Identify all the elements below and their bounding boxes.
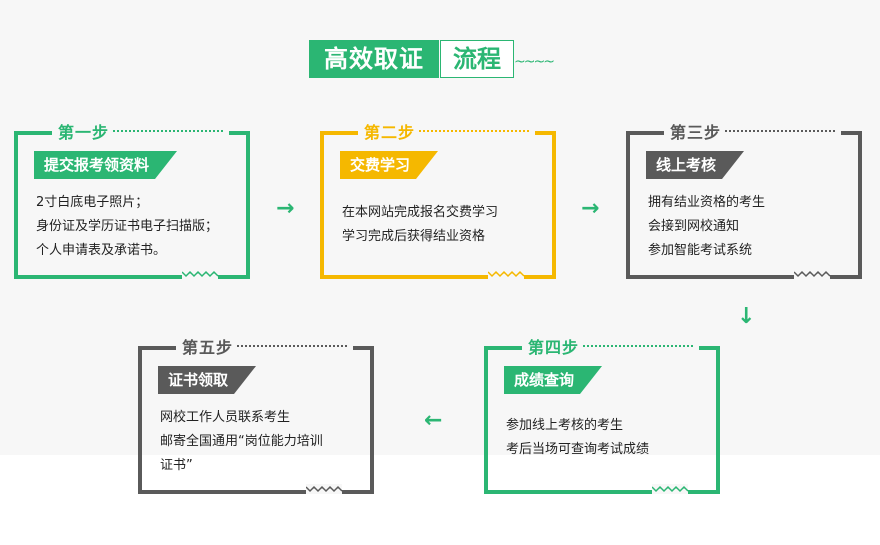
- step-5-description: 网校工作人员联系考生 邮寄全国通用“岗位能力培训 证书”: [160, 410, 323, 473]
- dotted-line: [237, 345, 348, 347]
- step-5-label: 第五步: [182, 338, 234, 357]
- step-2-description: 在本网站完成报名交费学习 学习完成后获得结业资格: [342, 205, 499, 244]
- arrow-right-icon: →: [276, 196, 295, 221]
- dotted-line: [113, 130, 224, 132]
- step-2-box: 第二步 交费学习 在本网站完成报名交费学习 学习完成后获得结业资格: [320, 120, 556, 279]
- step-1-description: 2寸白底电子照片； 身份证及学历证书电子扫描版； 个人申请表及承诺书。: [36, 195, 219, 258]
- step-1-tag: 提交报考领资料: [34, 151, 177, 179]
- step-5-box: 第五步 证书领取 网校工作人员联系考生 邮寄全国通用“岗位能力培训 证书”: [138, 335, 374, 494]
- step-3-box: 第三步 线上考核 拥有结业资格的考生 会接到网校通知 参加智能考试系统: [626, 120, 862, 279]
- title-secondary: 流程: [440, 40, 514, 78]
- zigzag-decoration: [794, 269, 830, 279]
- zigzag-decoration: [182, 269, 218, 279]
- title-primary: 高效取证: [309, 40, 439, 78]
- step-4-box: 第四步 成绩查询 参加线上考核的考生 考后当场可查询考试成绩: [484, 335, 720, 494]
- zigzag-decoration: [652, 484, 688, 494]
- bottom-background: [0, 455, 880, 545]
- dotted-line: [583, 345, 694, 347]
- step-4-label: 第四步: [528, 338, 580, 357]
- step-3-description: 拥有结业资格的考生 会接到网校通知 参加智能考试系统: [648, 195, 766, 258]
- zigzag-decoration: [306, 484, 342, 494]
- step-2-label: 第二步: [364, 123, 416, 142]
- arrow-left-icon: ←: [424, 408, 443, 433]
- title-wave-decoration: ~~~~: [514, 54, 555, 70]
- step-4-description: 参加线上考核的考生 考后当场可查询考试成绩: [506, 418, 650, 457]
- step-3-label: 第三步: [670, 123, 722, 142]
- step-1-label: 第一步: [58, 123, 110, 142]
- step-5-tag: 证书领取: [158, 366, 256, 394]
- zigzag-decoration: [488, 269, 524, 279]
- step-3-tag: 线上考核: [646, 151, 744, 179]
- dotted-line: [725, 130, 836, 132]
- dotted-line: [419, 130, 530, 132]
- arrow-right-icon: →: [581, 196, 600, 221]
- arrow-down-icon: ↓: [737, 304, 756, 329]
- step-1-box: 第一步 提交报考领资料 2寸白底电子照片； 身份证及学历证书电子扫描版； 个人申…: [14, 120, 250, 279]
